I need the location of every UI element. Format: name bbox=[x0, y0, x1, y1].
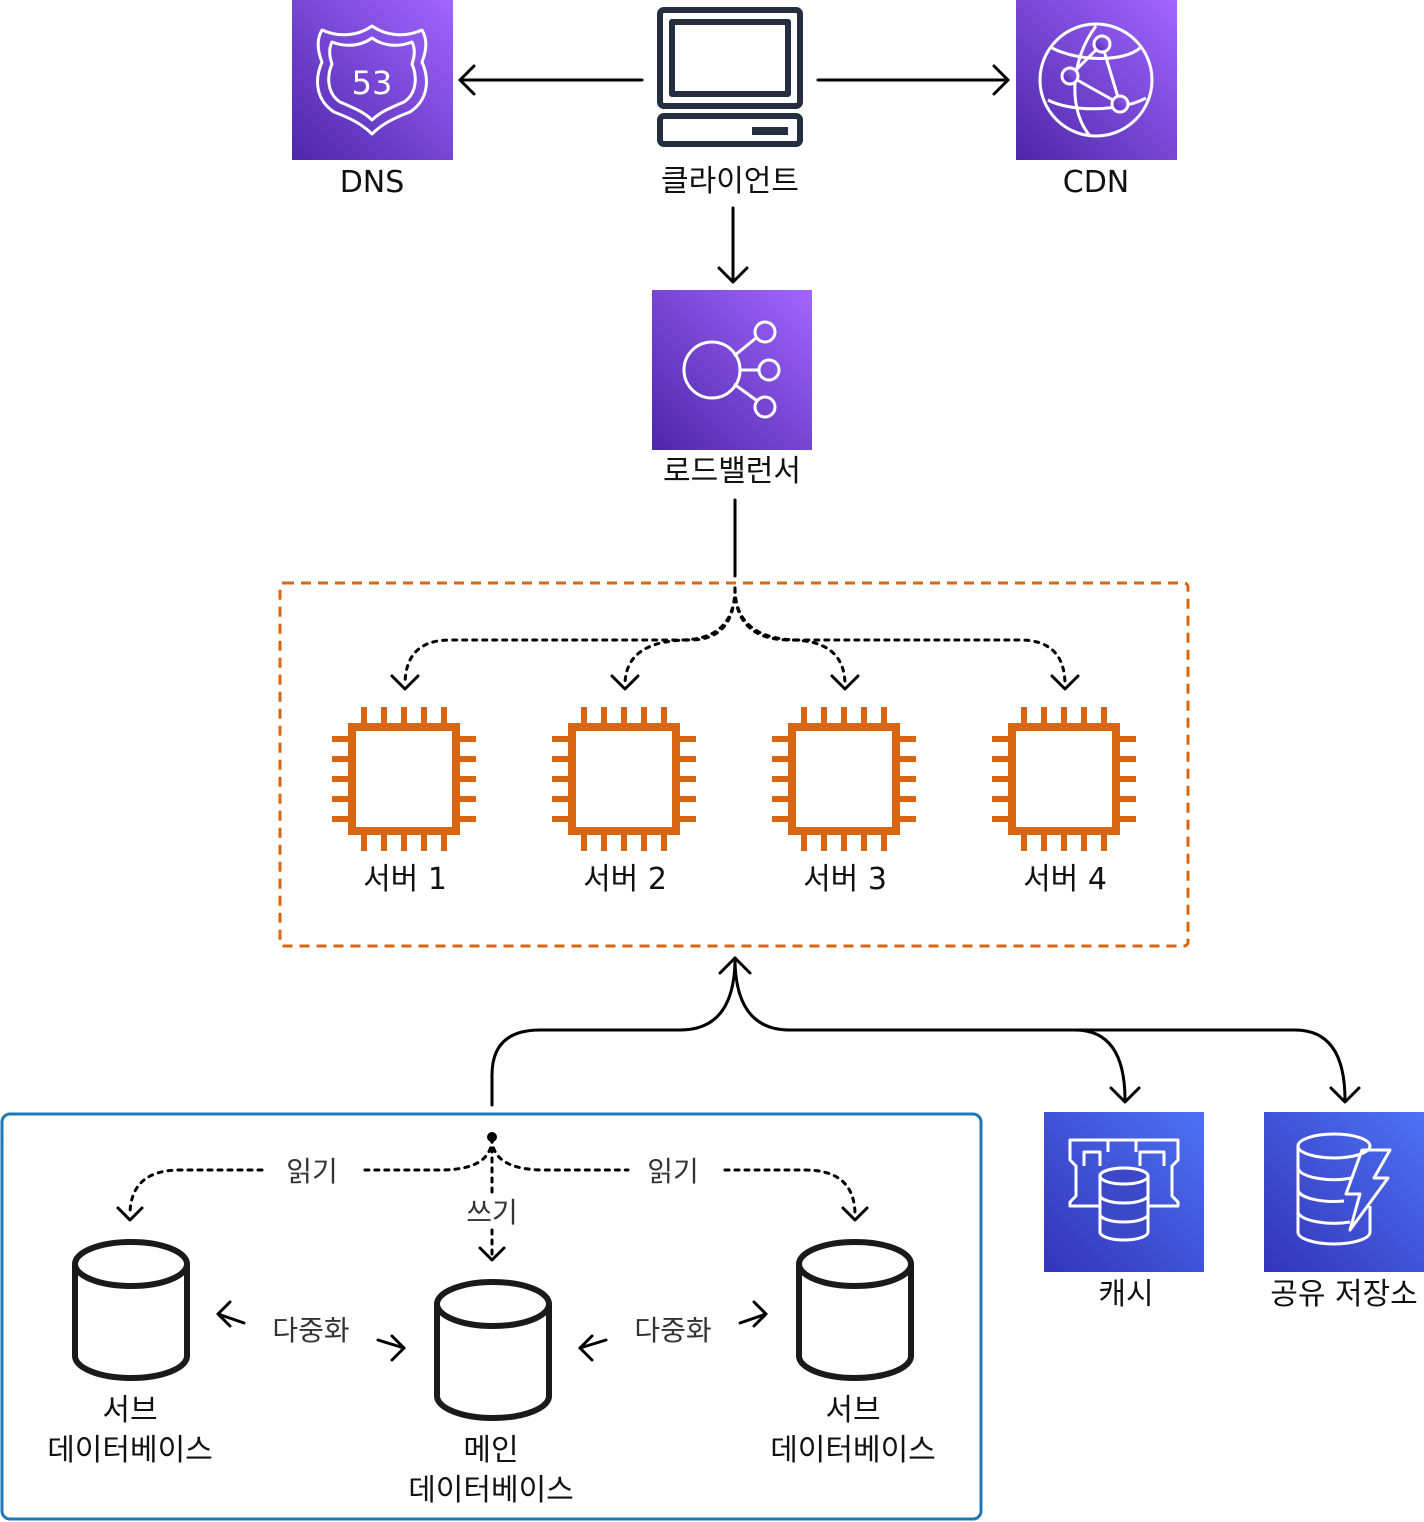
sub-database-right-node: 서브 데이터베이스 bbox=[770, 1242, 936, 1468]
arrowhead-server-3 bbox=[830, 674, 860, 691]
edge-servers-to-cache bbox=[733, 956, 1127, 1102]
server-fanout-edges bbox=[403, 586, 1067, 687]
shared-storage-label: 공유 저장소 bbox=[1270, 1277, 1418, 1312]
edge-replication-left-to-sub bbox=[216, 1312, 246, 1325]
arrowhead-server-2 bbox=[610, 674, 640, 691]
arrowhead-cdn bbox=[992, 64, 1010, 96]
edge-db-to-servers bbox=[490, 956, 737, 1107]
database-cylinder-icon bbox=[75, 1242, 187, 1378]
arrowhead-server-1 bbox=[390, 674, 420, 691]
client-node: 클라이언트 bbox=[657, 7, 803, 199]
label-replication-left: 다중화 bbox=[272, 1314, 349, 1347]
edge-read-right bbox=[490, 1136, 857, 1217]
server-2-node: 서버 2 bbox=[552, 707, 696, 897]
main-database-label-line1: 메인 bbox=[463, 1433, 518, 1468]
arrowhead-read-left bbox=[116, 1206, 144, 1222]
client-label: 클라이언트 bbox=[661, 164, 799, 199]
load-balancer-node: 로드밸런서 bbox=[652, 290, 812, 489]
cpu-chip-icon bbox=[332, 707, 476, 851]
main-database-node: 메인 데이터베이스 bbox=[408, 1282, 574, 1508]
arrowhead-server-4 bbox=[1050, 674, 1080, 691]
cdn-label: CDN bbox=[1063, 165, 1130, 200]
database-cylinder-icon bbox=[437, 1282, 549, 1418]
arrowhead-cache bbox=[1109, 1086, 1141, 1104]
server-1-label: 서버 1 bbox=[363, 862, 447, 897]
cache-label: 캐시 bbox=[1098, 1277, 1153, 1312]
label-read-right: 읽기 bbox=[647, 1155, 699, 1188]
server-3-node: 서버 3 bbox=[772, 707, 916, 897]
server-3-label: 서버 3 bbox=[803, 862, 887, 897]
label-replication-right: 다중화 bbox=[634, 1314, 711, 1347]
server-2-label: 서버 2 bbox=[583, 862, 667, 897]
server-4-label: 서버 4 bbox=[1023, 862, 1107, 897]
cloudfront-globe-icon bbox=[1038, 22, 1154, 138]
sub-database-right-label-line1: 서브 bbox=[825, 1393, 880, 1428]
cache-node: 캐시 bbox=[1044, 1112, 1204, 1312]
cdn-node: CDN bbox=[1016, 0, 1177, 200]
arrowhead-write bbox=[478, 1246, 506, 1262]
cpu-chip-icon bbox=[992, 707, 1136, 851]
sub-database-right-label-line2: 데이터베이스 bbox=[770, 1433, 936, 1468]
edge-replication-right-to-main bbox=[578, 1338, 608, 1350]
database-group-box bbox=[0, 1112, 983, 1521]
edge-replication-left-to-main bbox=[376, 1338, 406, 1350]
dns-node: 53 DNS bbox=[292, 0, 453, 200]
edge-read-left bbox=[128, 1136, 494, 1217]
arrowhead-servers-up bbox=[718, 956, 752, 975]
arrowhead-dns bbox=[458, 64, 476, 96]
desktop-computer-icon bbox=[657, 7, 803, 147]
arrowhead-read-right bbox=[841, 1206, 869, 1222]
arrowhead-lb bbox=[717, 266, 749, 284]
edge-servers-to-storage bbox=[1073, 1028, 1347, 1102]
dynamodb-icon bbox=[1296, 1132, 1392, 1246]
load-balancer-icon bbox=[682, 320, 781, 419]
cpu-chip-icon bbox=[772, 707, 916, 851]
cpu-chip-icon bbox=[552, 707, 696, 851]
main-database-label-line2: 데이터베이스 bbox=[408, 1473, 574, 1508]
database-cylinder-icon bbox=[799, 1242, 911, 1378]
sub-database-left-label-line1: 서브 bbox=[102, 1393, 157, 1428]
load-balancer-label: 로드밸런서 bbox=[663, 454, 801, 489]
sub-database-left-label-line2: 데이터베이스 bbox=[47, 1433, 213, 1468]
server-group-box bbox=[278, 581, 1190, 948]
server-1-node: 서버 1 bbox=[332, 707, 476, 897]
shared-storage-node: 공유 저장소 bbox=[1264, 1112, 1424, 1312]
dns-label: DNS bbox=[340, 165, 405, 200]
server-4-node: 서버 4 bbox=[992, 707, 1136, 897]
edge-replication-right-to-sub bbox=[738, 1312, 768, 1325]
data-junction-dot bbox=[487, 1132, 497, 1142]
route53-badge: 53 bbox=[352, 64, 393, 102]
label-write: 쓰기 bbox=[466, 1196, 518, 1229]
label-read-left: 읽기 bbox=[286, 1155, 338, 1188]
arrowhead-storage bbox=[1329, 1086, 1361, 1104]
sub-database-left-node: 서브 데이터베이스 bbox=[47, 1242, 213, 1468]
route53-shield-icon bbox=[316, 24, 428, 136]
cache-memory-icon bbox=[1068, 1138, 1180, 1242]
